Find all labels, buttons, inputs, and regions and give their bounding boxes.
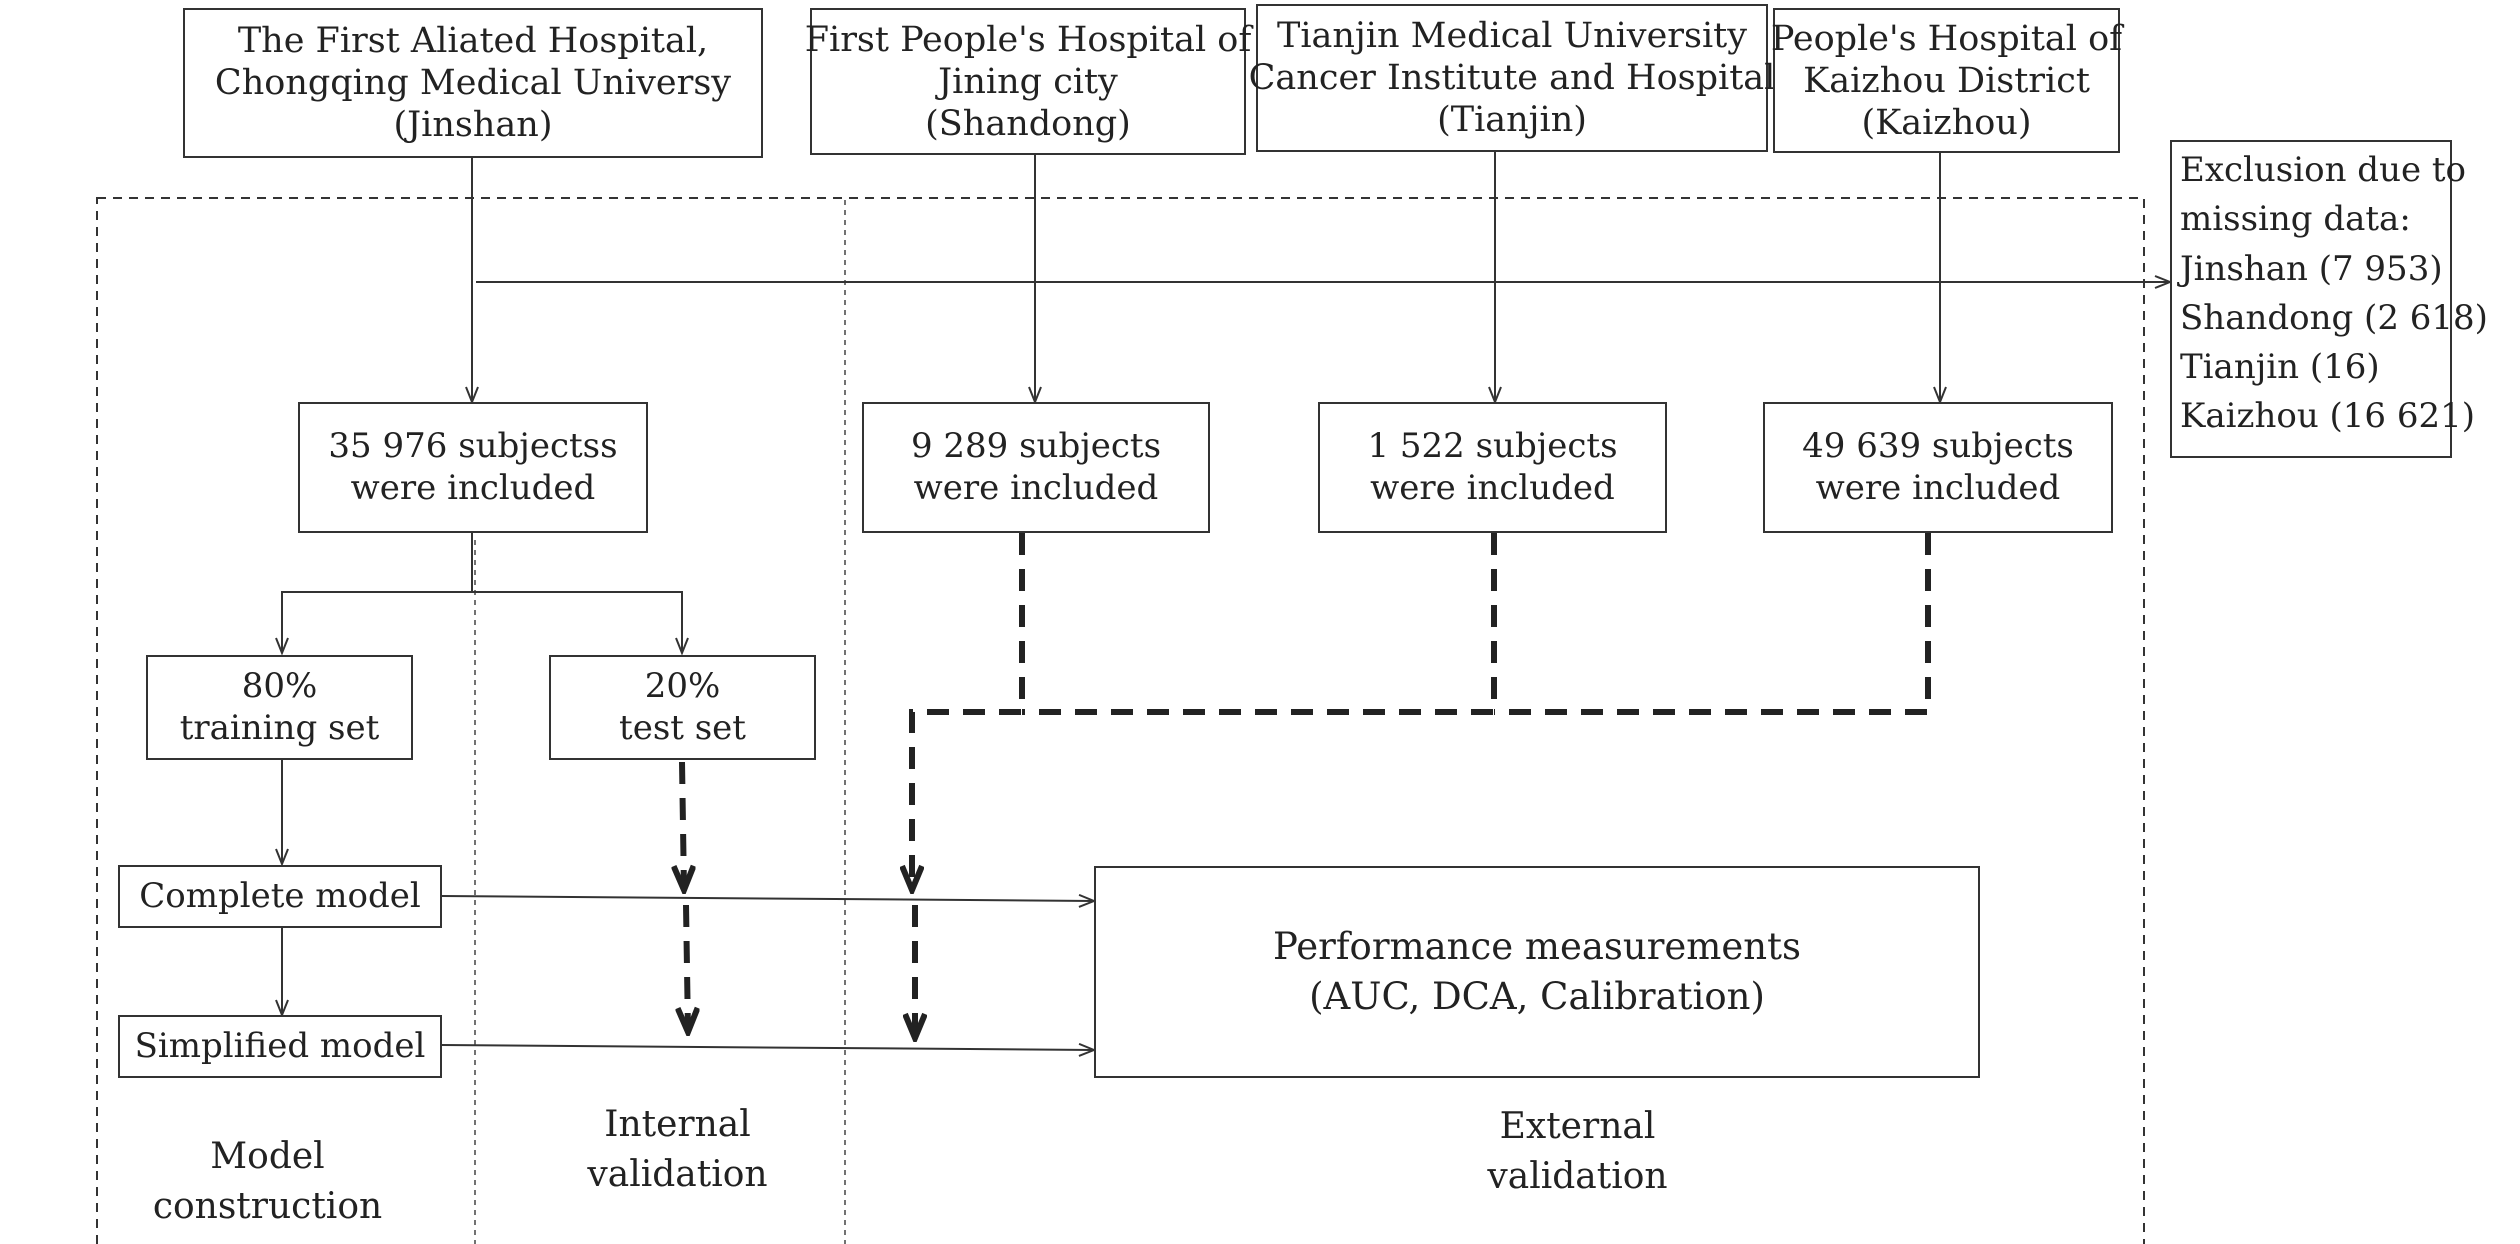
external-dashed-collector [912, 533, 1025, 890]
section-model-construction: Model construction [152, 1136, 383, 1227]
internal-dashed-upper [682, 761, 684, 890]
included-kaizhou: 49 639 subjects were included [1763, 402, 2113, 533]
included-jinshan: 35 976 subjectss were included [298, 402, 648, 533]
exclusion-box: Exclusion due to missing data: Jinshan (… [2170, 140, 2488, 458]
section-internal-validation: Internal validation [587, 1104, 768, 1195]
performance-box: Performance measurements (AUC, DCA, Cali… [1094, 866, 1980, 1078]
section-external-validation: External validation [1487, 1106, 1668, 1197]
external-dashed-kaizhou [1494, 533, 1931, 715]
included-tianjin: 1 522 subjects were included [1318, 402, 1667, 533]
arrow-complete-to-performance [441, 896, 1094, 901]
simplified-model-box: Simplified model [118, 1015, 442, 1078]
test-set-box: 20% test set [549, 655, 816, 760]
validation-frame [96, 197, 2145, 1244]
hospital-kaizhou: People's Hospital of Kaizhou District (K… [1771, 8, 2122, 153]
split-connector [282, 533, 473, 653]
hospital-shandong: First People's Hospital of Jining city (… [805, 8, 1251, 155]
hospital-tianjin: Tianjin Medical University Cancer Instit… [1249, 4, 1775, 152]
external-dashed-tianjin [1022, 533, 1497, 715]
included-shandong: 9 289 subjects were included [862, 402, 1210, 533]
internal-dashed-lower [686, 904, 688, 1032]
complete-model-box: Complete model [118, 865, 442, 928]
training-set-box: 80% training set [146, 655, 413, 760]
arrow-simplified-to-performance [441, 1045, 1094, 1050]
split-connector-test [472, 591, 682, 653]
hospital-jinshan: The First Aliated Hospital, Chongqing Me… [183, 8, 763, 158]
